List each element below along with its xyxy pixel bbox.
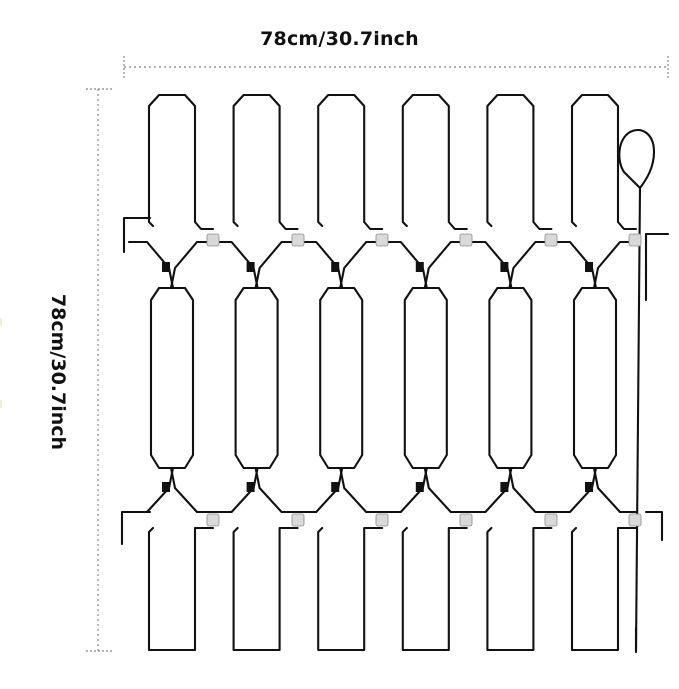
lower-link [254, 466, 300, 514]
fence-wires [120, 93, 670, 654]
connector-clip [206, 513, 220, 527]
upper-link [169, 240, 216, 290]
right-hook-top [644, 232, 670, 302]
wire-junction [246, 482, 255, 492]
middle-picket-loop [403, 286, 448, 470]
wire-junction [246, 262, 255, 272]
edge-mark [0, 400, 2, 408]
connector-clip [544, 513, 558, 527]
upper-link [592, 240, 639, 290]
lower-link [212, 466, 259, 514]
upper-link [297, 240, 344, 290]
lower-link [297, 466, 344, 514]
upper-link [550, 240, 598, 290]
top-picket-loop [232, 93, 299, 231]
lower-link [508, 466, 554, 514]
bottom-picket [232, 526, 299, 652]
wire-junction [162, 262, 170, 272]
wire-junction [585, 262, 593, 272]
connector-clip [628, 513, 642, 527]
lower-link [592, 466, 639, 514]
fence-clips [162, 233, 642, 527]
connector-clip [375, 513, 389, 527]
wire-junction [415, 482, 424, 492]
middle-picket-loop [488, 286, 533, 470]
connector-clip [628, 233, 642, 247]
width-label: 78cm/30.7inch [260, 28, 419, 50]
dimension-lines [86, 56, 669, 652]
upper-link [466, 240, 513, 290]
lower-link [550, 466, 598, 514]
connector-clip [206, 233, 220, 247]
wire-junction [585, 482, 593, 492]
edge-mark [0, 318, 2, 326]
top-picket-loop [401, 93, 468, 231]
wire-junction [415, 262, 424, 272]
connector-clip [375, 233, 389, 247]
connector-clip [459, 233, 473, 247]
wire-junction [331, 482, 340, 492]
upper-link [423, 240, 469, 290]
bottom-picket [147, 526, 215, 652]
wire-junction [162, 482, 170, 492]
connector-clip [544, 233, 558, 247]
wire-junction [500, 482, 509, 492]
middle-picket-loop [319, 286, 364, 470]
wire-junction [500, 262, 509, 272]
upper-link [127, 240, 175, 290]
top-picket-loop [570, 93, 638, 231]
connector-clip [459, 513, 473, 527]
middle-picket-loop [572, 286, 618, 470]
lower-link [169, 466, 216, 514]
upper-link [254, 240, 300, 290]
connector-clip [291, 513, 305, 527]
bottom-picket [486, 526, 553, 652]
middle-picket-loop [149, 286, 195, 470]
right-hook-bottom [644, 510, 664, 542]
lower-link [466, 466, 513, 514]
left-hook-top [122, 216, 152, 254]
upper-link [381, 240, 428, 290]
middle-picket-loop [234, 286, 279, 470]
lower-link [423, 466, 469, 514]
top-picket-loop [147, 93, 215, 231]
lower-link [381, 466, 428, 514]
top-picket-loop [486, 93, 553, 231]
bottom-picket [570, 526, 638, 652]
bottom-picket [317, 526, 384, 652]
lower-link [339, 466, 385, 514]
connector-clip [291, 233, 305, 247]
upper-link [212, 240, 259, 290]
right-stake [618, 129, 656, 652]
wire-junction [331, 262, 340, 272]
upper-link [339, 240, 385, 290]
bottom-picket [401, 526, 468, 652]
top-picket-loop [317, 93, 384, 231]
upper-link [508, 240, 554, 290]
left-hook-bottom [120, 510, 152, 546]
